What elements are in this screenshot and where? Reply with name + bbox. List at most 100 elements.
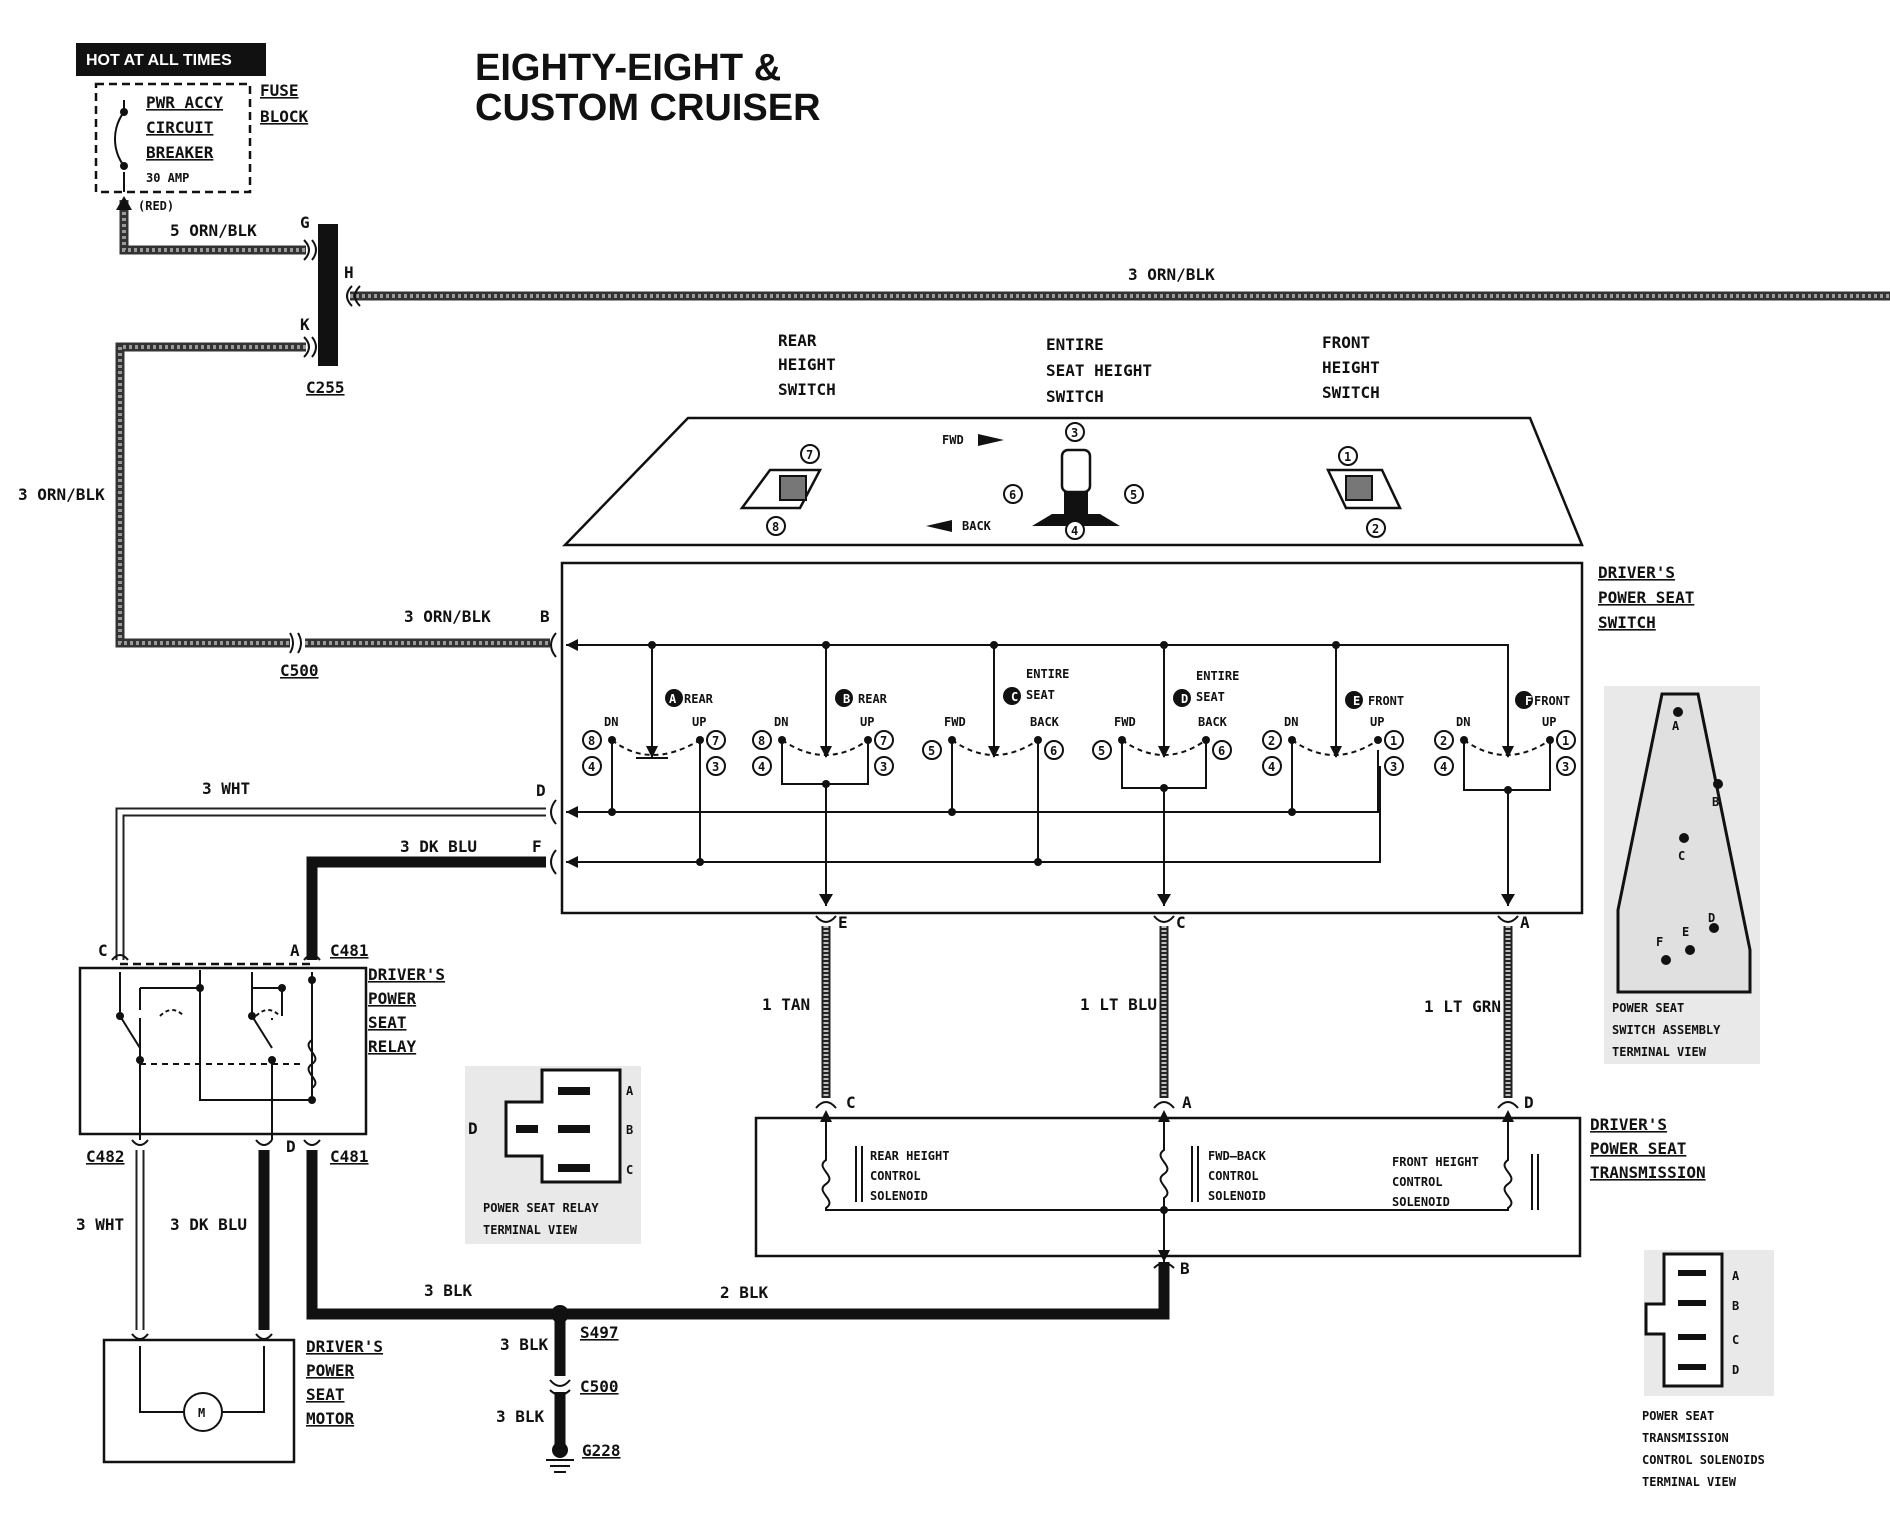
- power-seat-motor-box: [102, 1338, 296, 1464]
- section-c-right-label: BACK: [1030, 715, 1060, 729]
- trans-view-label-4: TERMINAL VIEW: [1642, 1475, 1737, 1489]
- section-b-term-r2: 3: [880, 760, 887, 774]
- section-e-term-l1-circle: [1262, 730, 1282, 750]
- switch-section-c: [948, 641, 1042, 866]
- s497-label: S497: [580, 1323, 619, 1342]
- svg-text:A: A: [1520, 913, 1530, 932]
- sol2-label-2: CONTROL: [1208, 1169, 1259, 1183]
- wire-3-dk-blu-top: [306, 856, 546, 960]
- relay-label-2: POWER: [368, 989, 417, 1008]
- splice-s497: [551, 1305, 569, 1323]
- sol1-label-3: SOLENOID: [870, 1189, 928, 1203]
- transmission-label-2: POWER SEAT: [1590, 1139, 1686, 1158]
- section-c-term-r1-circle: [1044, 740, 1064, 760]
- relay-view-label-1: POWER SEAT RELAY: [483, 1201, 599, 1215]
- title-line-1: EIGHTY-EIGHT &: [475, 47, 781, 89]
- section-a-letter: A: [669, 692, 677, 706]
- switch-section-f: [1460, 691, 1554, 906]
- relay-label-3: SEAT: [368, 1013, 407, 1032]
- sol2-label-1: FWD—BACK: [1208, 1149, 1267, 1163]
- svg-text:D: D: [1524, 1093, 1534, 1112]
- svg-text:1: 1: [1344, 450, 1351, 464]
- power-switch-label-1: DRIVER'S: [1598, 563, 1675, 582]
- power-seat-transmission-box: [754, 1116, 1582, 1258]
- c482-label: C482: [86, 1147, 125, 1166]
- section-b-right-label: UP: [860, 715, 874, 729]
- entire-switch-label-1: ENTIRE: [1046, 335, 1104, 354]
- entire-seat-joystick: [1032, 448, 1120, 526]
- power-seat-switch-box: [560, 561, 1584, 915]
- title-line-2: CUSTOM CRUISER: [475, 87, 821, 129]
- pin-f: F: [532, 837, 542, 856]
- label-3-orn-blk-top: 3 ORN/BLK: [1128, 265, 1215, 284]
- section-d-left-label: FWD: [1114, 715, 1136, 729]
- power-switch-label-2: POWER SEAT: [1598, 588, 1694, 607]
- front-rocker-switch: [1326, 468, 1402, 510]
- c481-label-top: C481: [330, 941, 369, 960]
- wire-3-blk-relay: [306, 1150, 560, 1320]
- section-a-right-label: UP: [692, 715, 706, 729]
- power-seat-relay-box: [78, 966, 368, 1136]
- sol1-label-2: CONTROL: [870, 1169, 921, 1183]
- section-a-left-label: DN: [604, 715, 618, 729]
- section-f-letter: F: [1525, 694, 1532, 708]
- label-1-lt-blu: 1 LT BLU: [1080, 995, 1157, 1014]
- label-3-wht-top: 3 WHT: [202, 779, 250, 798]
- relay-pin-d: D: [286, 1137, 296, 1156]
- section-b-letter: B: [843, 692, 850, 706]
- section-d-term-r1-circle: [1212, 740, 1232, 760]
- c500-label-bottom: C500: [580, 1377, 619, 1396]
- section-c-name-2: SEAT: [1026, 688, 1055, 702]
- section-c-term-l1: 5: [928, 744, 935, 758]
- section-b-term-l1: 8: [758, 734, 765, 748]
- label-1-lt-grn: 1 LT GRN: [1424, 997, 1501, 1016]
- section-e-left-label: DN: [1284, 715, 1298, 729]
- svg-text:E: E: [1682, 925, 1689, 939]
- svg-text:D: D: [1732, 1363, 1739, 1377]
- hot-at-all-times-banner: [76, 43, 266, 76]
- svg-text:5: 5: [1130, 488, 1137, 502]
- section-f-term-l2: 4: [1440, 760, 1447, 774]
- c255-connector: [318, 224, 338, 366]
- label-3-wht-bottom: 3 WHT: [76, 1215, 124, 1234]
- breaker-label-1: PWR ACCY: [146, 93, 223, 112]
- section-a-term-l1: 8: [588, 734, 595, 748]
- section-d-term-l1-circle: [1092, 740, 1112, 760]
- svg-text:A: A: [1672, 719, 1680, 733]
- section-b-term-l2-circle: [752, 756, 772, 776]
- motor-m: M: [198, 1406, 205, 1420]
- section-f-name-1: FRONT: [1534, 694, 1570, 708]
- arrow-left-icon: [926, 520, 952, 532]
- section-a-term-l2-circle: [582, 756, 602, 776]
- wire-3-orn-blk-left: [115, 342, 306, 648]
- section-c-name-1: ENTIRE: [1026, 667, 1069, 681]
- svg-text:D: D: [1708, 911, 1715, 925]
- section-f-right-label: UP: [1542, 715, 1556, 729]
- trans-view-label-1: POWER SEAT: [1642, 1409, 1714, 1423]
- section-b-left-label: DN: [774, 715, 788, 729]
- pin-d: D: [536, 781, 546, 800]
- svg-text:A: A: [626, 1084, 634, 1098]
- section-d-letter: D: [1181, 692, 1188, 706]
- label-3-dk-blu-bottom: 3 DK BLU: [170, 1215, 247, 1234]
- switch-view-label-2: SWITCH ASSEMBLY: [1612, 1023, 1721, 1037]
- trans-view-label-3: CONTROL SOLENOIDS: [1642, 1453, 1765, 1467]
- svg-text:C: C: [1678, 849, 1685, 863]
- section-a-term-r1-circle: [706, 730, 726, 750]
- pin-g: G: [300, 213, 310, 232]
- ground-icon: [546, 1459, 574, 1473]
- front-switch-label-3: SWITCH: [1322, 383, 1380, 402]
- label-3-blk-a: 3 BLK: [424, 1281, 473, 1300]
- section-e-term-l1: 2: [1268, 734, 1275, 748]
- svg-text:E: E: [838, 913, 848, 932]
- label-1-tan: 1 TAN: [762, 995, 810, 1014]
- c500-label-top: C500: [280, 661, 319, 680]
- svg-text:B: B: [1732, 1299, 1739, 1313]
- sol3-label-2: CONTROL: [1392, 1175, 1443, 1189]
- section-f-term-r1: 1: [1562, 734, 1569, 748]
- svg-text:6: 6: [1009, 488, 1016, 502]
- front-switch-label-2: HEIGHT: [1322, 358, 1380, 377]
- section-f-term-l1-circle: [1434, 730, 1454, 750]
- hot-at-all-times-label: HOT AT ALL TIMES: [86, 52, 232, 69]
- section-f-term-r1-circle: [1556, 730, 1576, 750]
